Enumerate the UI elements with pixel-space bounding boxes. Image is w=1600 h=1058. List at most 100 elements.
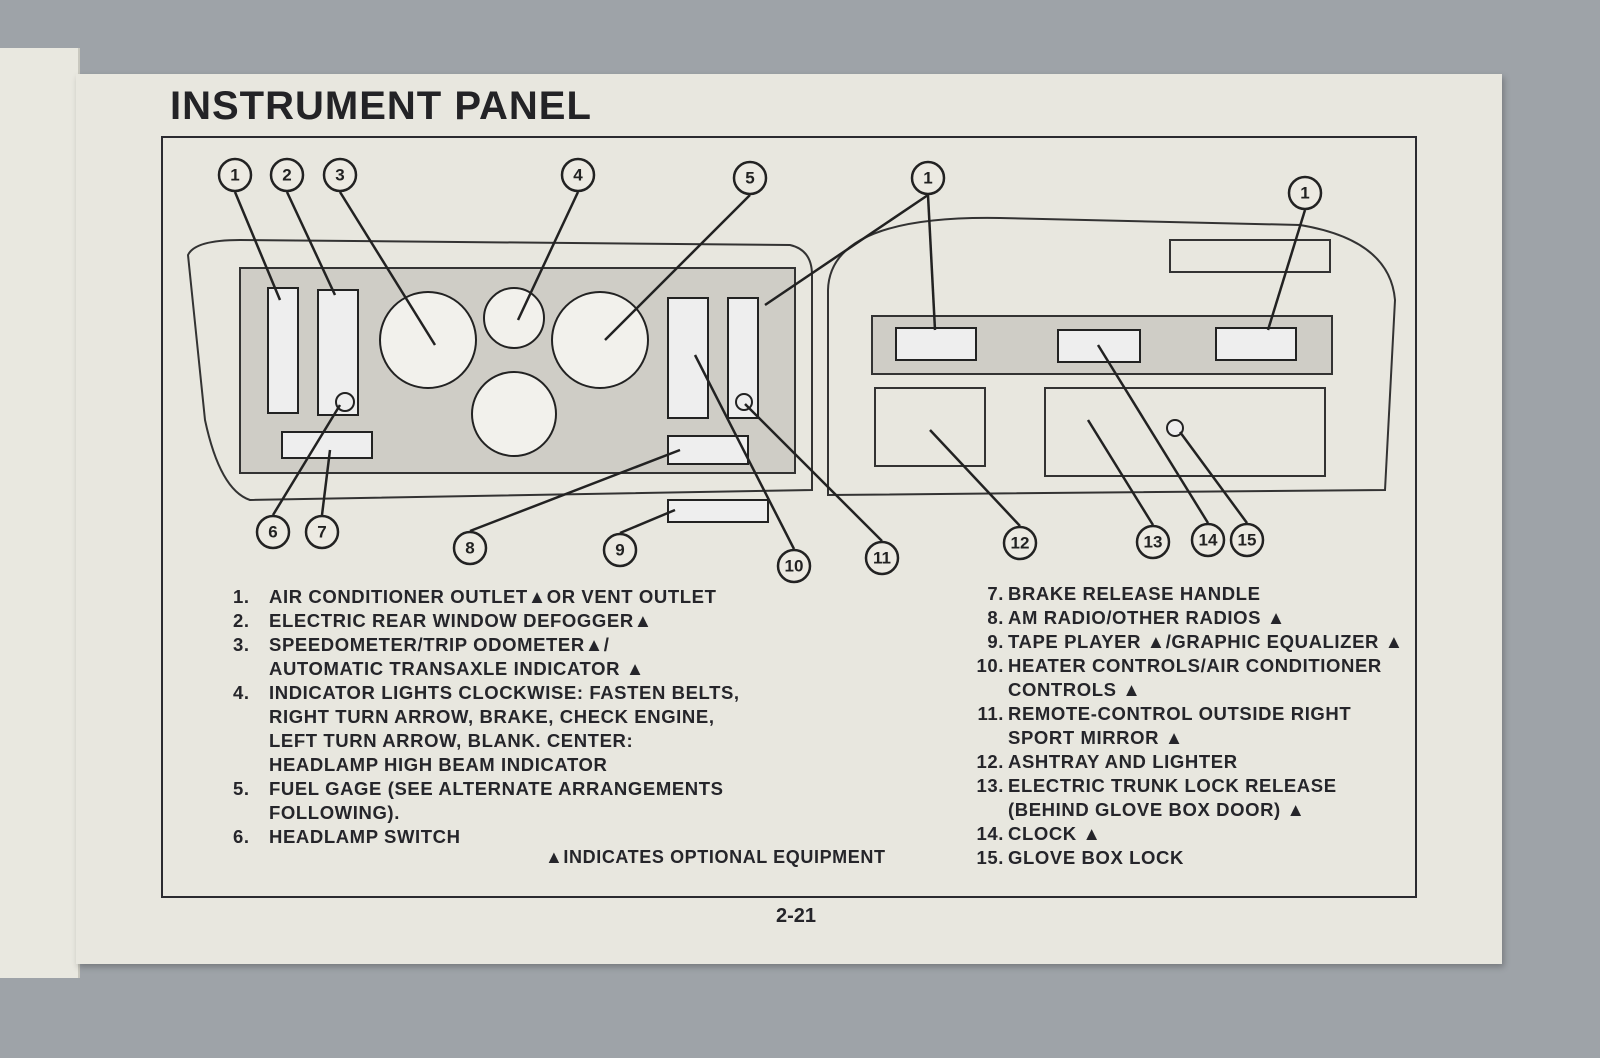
defogger-switch xyxy=(317,289,359,416)
callout-5: 5 xyxy=(732,160,768,196)
legend-line: HEADLAMP SWITCH xyxy=(269,826,461,847)
svg-text:10: 10 xyxy=(785,557,804,576)
fuel-gage xyxy=(551,291,649,389)
legend-number: 4. xyxy=(233,682,250,703)
svg-text:14: 14 xyxy=(1199,531,1218,550)
legend-line: TAPE PLAYER ▲/GRAPHIC EQUALIZER ▲ xyxy=(1008,631,1404,652)
legend-item: 10.HEATER CONTROLS/AIR CONDITIONER CONTRO… xyxy=(962,654,1404,702)
legend-line: ELECTRIC TRUNK LOCK RELEASE xyxy=(1008,775,1337,796)
defroster-grille xyxy=(1169,239,1331,273)
legend-number: 3. xyxy=(233,634,250,655)
legend-number: 11. xyxy=(977,703,1004,724)
svg-text:11: 11 xyxy=(873,549,891,568)
svg-text:4: 4 xyxy=(573,166,583,185)
legend-text: GLOVE BOX LOCK xyxy=(1008,846,1184,870)
legend-line: BRAKE RELEASE HANDLE xyxy=(1008,583,1261,604)
legend-line: HEADLAMP HIGH BEAM INDICATOR xyxy=(269,754,608,775)
legend-text: BRAKE RELEASE HANDLE xyxy=(1008,582,1261,606)
callout-1-right: 1 xyxy=(1287,175,1323,211)
legend-number: 1. xyxy=(233,586,250,607)
legend-line: GLOVE BOX LOCK xyxy=(1008,847,1184,868)
legend-item: 1. AIR CONDITIONER OUTLET▲OR VENT OUTLET xyxy=(233,585,740,609)
legend-line: FUEL GAGE (SEE ALTERNATE ARRANGEMENTS xyxy=(269,778,724,799)
svg-text:5: 5 xyxy=(745,169,754,188)
page-number: 2-21 xyxy=(776,905,817,927)
legend-line: HEATER CONTROLS/AIR CONDITIONER xyxy=(1008,655,1382,676)
legend-number: 5. xyxy=(233,778,250,799)
legend-item: 2.ELECTRIC REAR WINDOW DEFOGGER▲ xyxy=(233,609,740,633)
legend-number: 9. xyxy=(987,631,1004,652)
legend-number: 6. xyxy=(233,826,250,847)
svg-text:3: 3 xyxy=(335,166,344,185)
radio xyxy=(667,435,749,465)
legend-item: 11.REMOTE-CONTROL OUTSIDE RIGHT SPORT MIR… xyxy=(962,702,1404,750)
legend-number: 7. xyxy=(987,583,1004,604)
legend-item: 12.ASHTRAY AND LIGHTER xyxy=(962,750,1404,774)
legend-text: REMOTE-CONTROL OUTSIDE RIGHT SPORT MIRROR… xyxy=(1008,702,1351,750)
callout-2: 2 xyxy=(269,157,305,193)
svg-text:2: 2 xyxy=(282,166,291,185)
legend-line: (BEHIND GLOVE BOX DOOR) ▲ xyxy=(1008,799,1306,820)
callout-6: 6 xyxy=(255,514,291,550)
legend-line: AIR CONDITIONER OUTLET▲OR VENT OUTLET xyxy=(269,586,717,607)
legend-text: ELECTRIC REAR WINDOW DEFOGGER▲ xyxy=(269,609,653,633)
legend-text: HEATER CONTROLS/AIR CONDITIONER CONTROLS … xyxy=(1008,654,1382,702)
legend-item: 14.CLOCK ▲ xyxy=(962,822,1404,846)
callout-11: 11 xyxy=(864,540,900,576)
legend-line: SPORT MIRROR ▲ xyxy=(1008,727,1184,748)
glove-box xyxy=(1044,387,1326,477)
legend-text: FUEL GAGE (SEE ALTERNATE ARRANGEMENTS FOL… xyxy=(269,777,724,825)
legend-text: AIR CONDITIONER OUTLET▲OR VENT OUTLET xyxy=(269,585,717,609)
indicator-lights xyxy=(483,287,545,349)
optional-equipment-note: ▲INDICATES OPTIONAL EQUIPMENT xyxy=(545,847,886,867)
callout-8: 8 xyxy=(452,530,488,566)
legend-item: 8.AM RADIO/OTHER RADIOS ▲ xyxy=(962,606,1404,630)
legend-line: FOLLOWING). xyxy=(269,802,400,823)
legend-line: INDICATOR LIGHTS CLOCKWISE: FASTEN BELTS… xyxy=(269,682,740,703)
legend-item: 3. SPEEDOMETER/TRIP ODOMETER▲/ AUTOMATIC T… xyxy=(233,633,740,681)
callout-15: 15 xyxy=(1229,522,1265,558)
legend-item: 13.ELECTRIC TRUNK LOCK RELEASE (BEHIND GL… xyxy=(962,774,1404,822)
legend-item: 4. INDICATOR LIGHTS CLOCKWISE: FASTEN BEL… xyxy=(233,681,740,777)
legend-line: SPEEDOMETER/TRIP ODOMETER▲/ xyxy=(269,634,610,655)
svg-text:1: 1 xyxy=(1300,184,1309,203)
legend-number: 10. xyxy=(976,655,1004,676)
heater-controls xyxy=(667,297,709,419)
cluster-housing xyxy=(186,238,813,502)
legend-text: SPEEDOMETER/TRIP ODOMETER▲/ AUTOMATIC TRA… xyxy=(269,633,645,681)
svg-text:6: 6 xyxy=(268,523,277,542)
page-title: INSTRUMENT PANEL xyxy=(170,84,592,128)
legend-line: CONTROLS ▲ xyxy=(1008,679,1142,700)
legend-number: 8. xyxy=(987,607,1004,628)
speedometer xyxy=(379,291,477,389)
callout-3: 3 xyxy=(322,157,358,193)
callout-14: 14 xyxy=(1190,522,1226,558)
glove-box-lock xyxy=(1166,419,1184,437)
legend-number: 13. xyxy=(976,775,1004,796)
leader-lines xyxy=(233,191,1307,550)
figure-frame xyxy=(161,136,1417,898)
brake-release xyxy=(281,431,373,459)
legend-line: RIGHT TURN ARROW, BRAKE, CHECK ENGINE, xyxy=(269,706,715,727)
legend-item: 9.TAPE PLAYER ▲/GRAPHIC EQUALIZER ▲ xyxy=(962,630,1404,654)
svg-text:15: 15 xyxy=(1238,531,1257,550)
legend-line: ELECTRIC REAR WINDOW DEFOGGER▲ xyxy=(269,610,653,631)
callout-1: 1 xyxy=(217,157,253,193)
passenger-vent-right xyxy=(1215,327,1297,361)
legend-text: TAPE PLAYER ▲/GRAPHIC EQUALIZER ▲ xyxy=(1008,630,1404,654)
legend-text: ASHTRAY AND LIGHTER xyxy=(1008,750,1238,774)
legend-line: CLOCK ▲ xyxy=(1008,823,1102,844)
svg-text:1: 1 xyxy=(230,166,239,185)
callout-10: 10 xyxy=(776,548,812,584)
legend-line: REMOTE-CONTROL OUTSIDE RIGHT xyxy=(1008,703,1352,724)
legend-number: 15. xyxy=(976,847,1004,868)
legend-text: ELECTRIC TRUNK LOCK RELEASE (BEHIND GLOVE… xyxy=(1008,774,1337,822)
legend-text: HEADLAMP SWITCH xyxy=(269,825,461,849)
legend-text: AM RADIO/OTHER RADIOS ▲ xyxy=(1008,606,1286,630)
legend-number: 12. xyxy=(976,751,1004,772)
legend-line: AUTOMATIC TRANSAXLE INDICATOR ▲ xyxy=(269,658,645,679)
